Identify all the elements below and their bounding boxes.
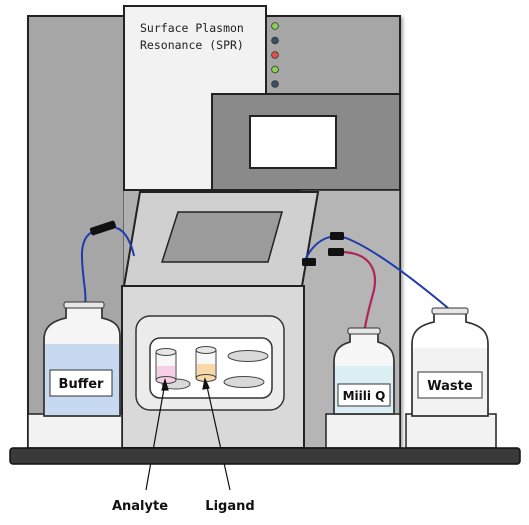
milliq-stand — [325, 413, 401, 449]
analyte-vial — [155, 348, 177, 384]
empty-well — [227, 350, 269, 362]
buffer-stand — [27, 413, 123, 449]
analyte-callout-label: Analyte — [112, 499, 168, 514]
status-led — [271, 51, 279, 59]
buffer-bottle: Buffer — [43, 301, 121, 417]
status-led — [271, 22, 279, 30]
display-screen — [249, 115, 337, 169]
status-led — [271, 36, 279, 45]
tube-connector — [330, 232, 344, 240]
status-led — [271, 65, 279, 74]
waste-stand — [405, 413, 497, 449]
ligand-callout-label: Ligand — [205, 499, 254, 514]
buffer-tubing-inlet — [115, 227, 135, 257]
tube-connector — [302, 258, 316, 266]
callout-arrows — [145, 377, 231, 491]
milliq-bottle: Miili Q — [333, 327, 395, 415]
instrument-title-line2: Resonance (SPR) — [140, 38, 244, 52]
buffer-label: Buffer — [59, 377, 105, 392]
waste-label-box — [417, 371, 483, 399]
empty-well — [223, 376, 265, 388]
waste-label: Waste — [427, 379, 473, 394]
tube-connector — [89, 220, 117, 236]
waste-bottle: Waste — [411, 307, 489, 417]
status-leds — [271, 22, 279, 88]
console-screen — [160, 211, 283, 263]
milliq-tubing — [339, 250, 376, 335]
analyte-arrow — [145, 382, 166, 491]
base-plate — [9, 447, 521, 465]
buffer-label-box — [49, 369, 113, 397]
sample-rack — [155, 346, 269, 390]
status-led — [271, 80, 279, 88]
ligand-arrow — [205, 381, 231, 491]
waste-tubing — [305, 235, 449, 309]
ligand-vial — [195, 346, 217, 382]
milliq-label-box — [337, 383, 391, 407]
tube-connector — [328, 248, 344, 256]
milliq-label: Miili Q — [343, 389, 386, 403]
instrument-title-line1: Surface Plasmon — [140, 21, 244, 35]
